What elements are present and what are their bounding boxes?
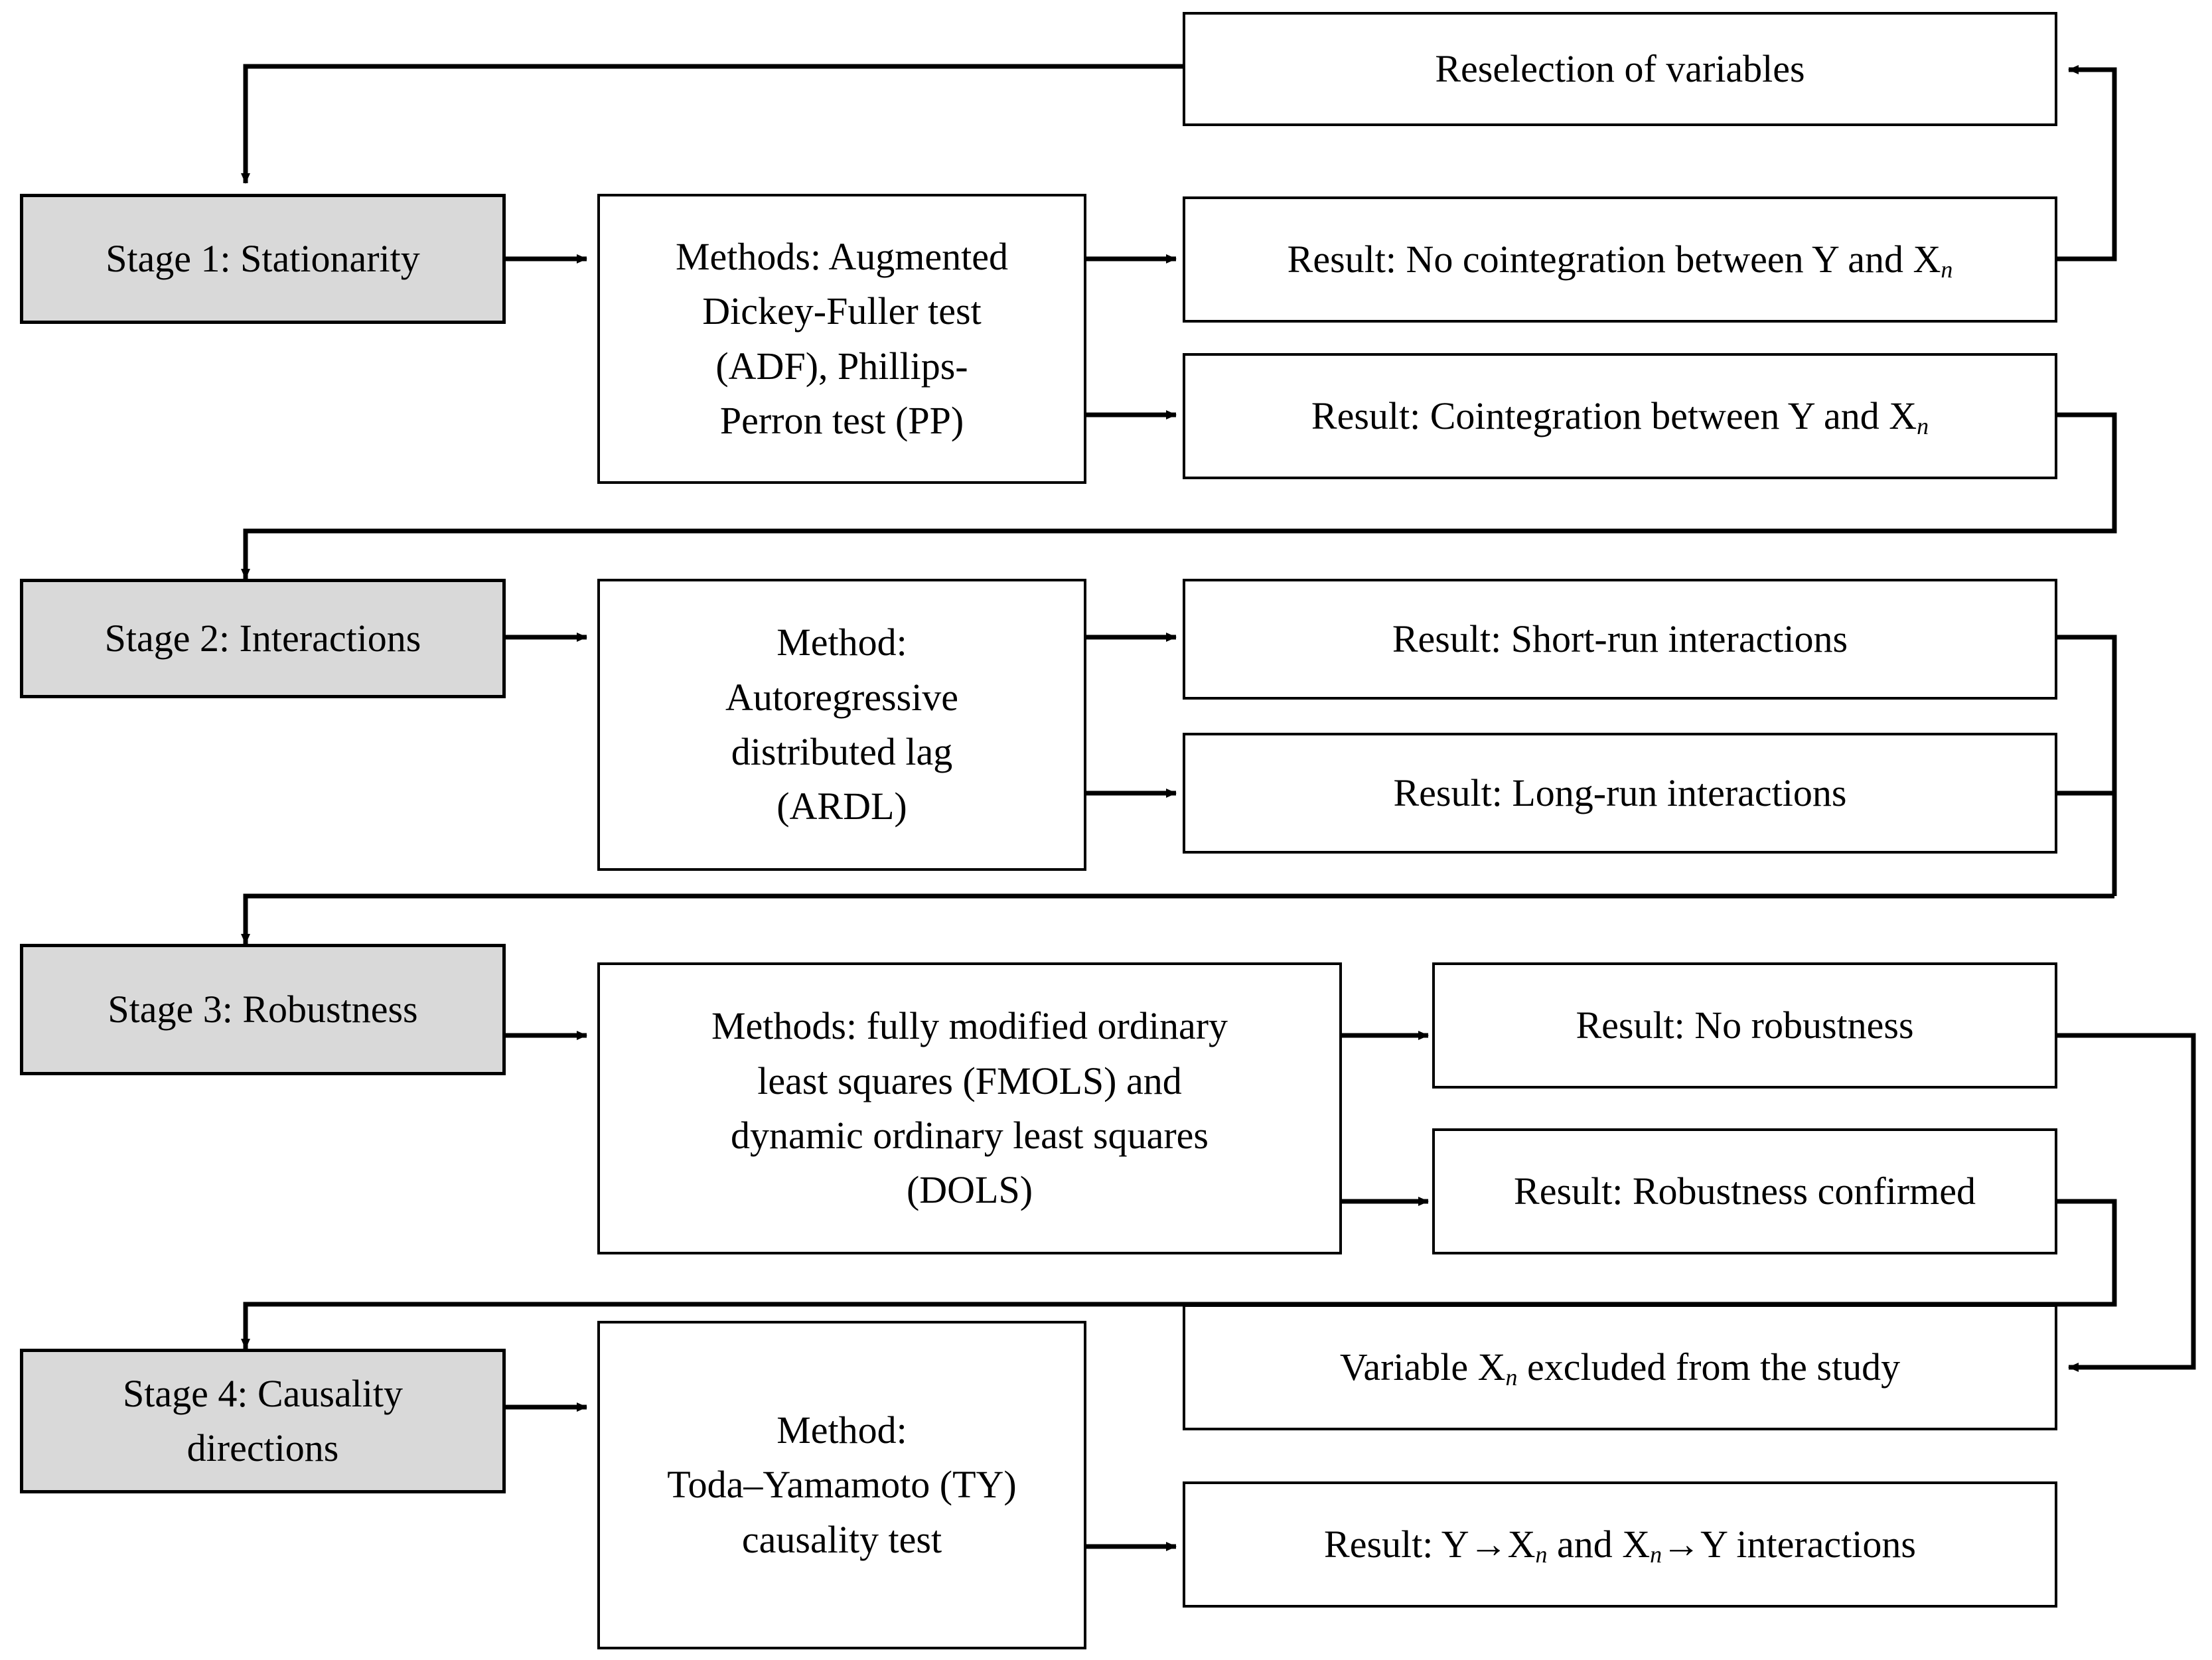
node-stage-1-label: Stage 1: Stationarity <box>106 236 420 280</box>
node-result-robustness-confirmed[interactable]: Result: Robustness confirmed <box>1432 1128 2057 1254</box>
node-result-no-cointegration[interactable]: Result: No cointegration between Y and X… <box>1183 196 2057 323</box>
node-result-long-run-label: Result: Long-run interactions <box>1393 771 1847 814</box>
methods2-line-1: Method: <box>776 621 907 664</box>
methods3-line-2: least squares (FMOLS) and <box>757 1059 1182 1102</box>
node-stage-1-methods[interactable]: Methods: Augmented Dickey-Fuller test (A… <box>597 194 1086 484</box>
result-no-coint-subscript: n <box>1941 256 1953 283</box>
excluded-subscript: n <box>1505 1363 1518 1391</box>
methods3-line-3: dynamic ordinary least squares <box>731 1114 1209 1157</box>
causal-subscript-2: n <box>1650 1541 1662 1568</box>
causal-text-pre: Result: Y→X <box>1324 1522 1536 1566</box>
node-result-no-cointegration-label: Result: No cointegration between Y and X… <box>1197 232 2043 287</box>
methods4-line-3: causality test <box>741 1517 942 1561</box>
node-stage-1-methods-label: Methods: Augmented Dickey-Fuller test (A… <box>612 230 1072 448</box>
methods4-line-2: Toda–Yamamoto (TY) <box>667 1463 1017 1507</box>
result-coint-subscript: n <box>1917 412 1929 439</box>
wire-result-no-to-reselection <box>2055 65 2117 262</box>
node-stage-4-methods[interactable]: Method: Toda–Yamamoto (TY) causality tes… <box>597 1321 1086 1649</box>
methods1-line-3: (ADF), Phillips- <box>715 344 968 388</box>
node-stage-3-label: Stage 3: Robustness <box>108 987 418 1031</box>
node-result-robustness-confirmed-label: Result: Robustness confirmed <box>1514 1169 1976 1213</box>
node-stage-1[interactable]: Stage 1: Stationarity <box>20 194 506 324</box>
node-stage-2[interactable]: Stage 2: Interactions <box>20 579 506 698</box>
causal-subscript-1: n <box>1535 1541 1548 1568</box>
node-reselection-of-variables[interactable]: Reselection of variables <box>1183 12 2057 126</box>
excluded-text-post: excluded from the study <box>1517 1345 1901 1389</box>
node-stage-4-methods-label: Method: Toda–Yamamoto (TY) causality tes… <box>612 1403 1072 1567</box>
methods2-line-4: (ARDL) <box>776 785 907 828</box>
node-stage-3-methods[interactable]: Methods: fully modified ordinary least s… <box>597 962 1342 1254</box>
node-stage-4[interactable]: Stage 4: Causality directions <box>20 1349 506 1493</box>
node-stage-3[interactable]: Stage 3: Robustness <box>20 944 506 1075</box>
methods3-line-1: Methods: fully modified ordinary <box>711 1004 1228 1048</box>
causal-text-mid: and X <box>1547 1522 1651 1566</box>
methods4-line-1: Method: <box>776 1408 907 1452</box>
excluded-text-pre: Variable X <box>1339 1345 1506 1389</box>
node-result-long-run[interactable]: Result: Long-run interactions <box>1183 733 2057 854</box>
methods3-line-4: (DOLS) <box>906 1168 1033 1212</box>
node-reselection-label: Reselection of variables <box>1435 46 1805 90</box>
node-stage-4-label: Stage 4: Causality directions <box>35 1367 490 1476</box>
node-stage-2-label: Stage 2: Interactions <box>104 616 421 660</box>
node-variable-excluded[interactable]: Variable Xn excluded from the study <box>1183 1304 2057 1430</box>
stage4-line-2: directions <box>186 1426 339 1470</box>
methods1-line-4: Perron test (PP) <box>719 398 964 442</box>
stage4-line-1: Stage 4: Causality <box>122 1371 404 1415</box>
methods2-line-2: Autoregressive <box>725 675 959 719</box>
node-result-no-robustness-label: Result: No robustness <box>1576 1003 1914 1047</box>
node-stage-2-methods[interactable]: Method: Autoregressive distributed lag (… <box>597 579 1086 871</box>
node-stage-3-methods-label: Methods: fully modified ordinary least s… <box>612 999 1327 1217</box>
methods1-line-1: Methods: Augmented <box>675 234 1008 278</box>
node-result-short-run[interactable]: Result: Short-run interactions <box>1183 579 2057 700</box>
wire-to-stage3 <box>241 893 2114 944</box>
result-no-coint-text: Result: No cointegration between Y and X <box>1287 237 1941 281</box>
node-result-cointegration-label: Result: Cointegration between Y and Xn <box>1197 389 2043 443</box>
methods2-line-3: distributed lag <box>731 730 953 773</box>
node-result-no-robustness[interactable]: Result: No robustness <box>1432 962 2057 1089</box>
wire-norob-to-excluded <box>2055 1033 2196 1372</box>
result-coint-text: Result: Cointegration between Y and X <box>1311 394 1917 437</box>
node-result-short-run-label: Result: Short-run interactions <box>1392 617 1848 660</box>
node-variable-excluded-label: Variable Xn excluded from the study <box>1197 1340 2043 1395</box>
node-result-cointegration[interactable]: Result: Cointegration between Y and Xn <box>1183 353 2057 479</box>
node-stage-2-methods-label: Method: Autoregressive distributed lag (… <box>612 615 1072 834</box>
node-result-causality[interactable]: Result: Y→Xn and Xn→Y interactions <box>1183 1481 2057 1608</box>
node-result-causality-label: Result: Y→Xn and Xn→Y interactions <box>1197 1517 2043 1572</box>
causal-text-post: →Y interactions <box>1662 1522 1916 1566</box>
wire-reselection-to-stage1 <box>241 64 1185 184</box>
wire-shortrun-out <box>2055 635 2117 896</box>
methods1-line-2: Dickey-Fuller test <box>702 289 982 333</box>
